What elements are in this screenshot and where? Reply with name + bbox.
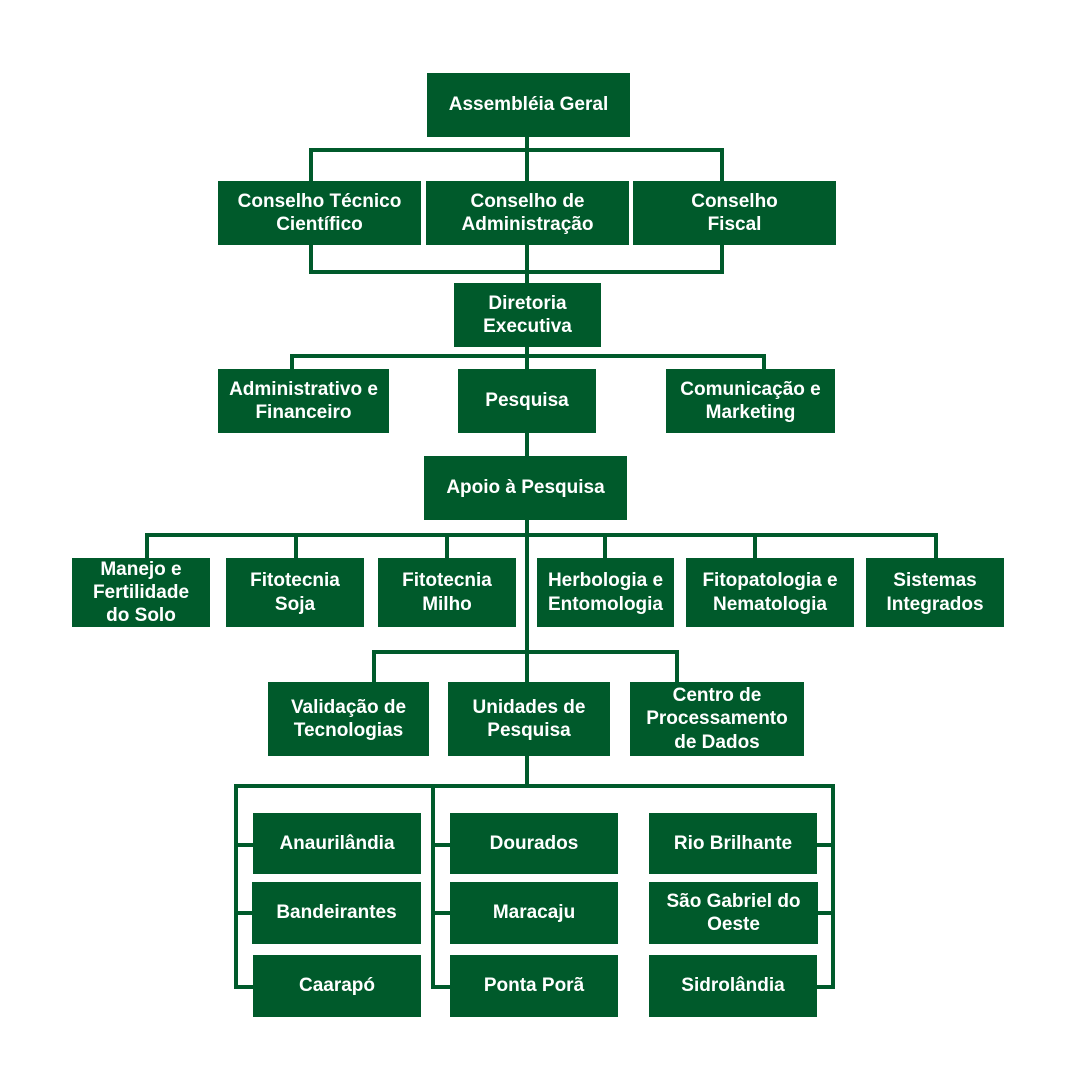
node-comunicacao-marketing: Comunicação e Marketing xyxy=(666,369,835,433)
node-apoio-pesquisa: Apoio à Pesquisa xyxy=(424,456,627,520)
node-rio-brilhante: Rio Brilhante xyxy=(649,813,817,874)
node-fitotecnia-milho: Fitotecnia Milho xyxy=(378,558,516,627)
node-conselho-administracao: Conselho de Administração xyxy=(426,181,629,245)
node-fitotecnia-soja: Fitotecnia Soja xyxy=(226,558,364,627)
node-maracaju: Maracaju xyxy=(450,882,618,944)
node-diretoria-executiva: Diretoria Executiva xyxy=(454,283,601,347)
node-unidades-pesquisa: Unidades de Pesquisa xyxy=(448,682,610,756)
node-conselho-fiscal: Conselho Fiscal xyxy=(633,181,836,245)
node-administrativo-financeiro: Administrativo e Financeiro xyxy=(218,369,389,433)
node-herbologia-entomologia: Herbologia e Entomologia xyxy=(537,558,674,627)
node-conselho-tecnico-cientifico: Conselho Técnico Científico xyxy=(218,181,421,245)
node-sidrolandia: Sidrolândia xyxy=(649,955,817,1017)
node-anaurilandia: Anaurilândia xyxy=(253,813,421,874)
node-validacao-tecnologias: Validação de Tecnologias xyxy=(268,682,429,756)
node-assembleia-geral: Assembléia Geral xyxy=(427,73,630,137)
node-dourados: Dourados xyxy=(450,813,618,874)
node-sistemas-integrados: Sistemas Integrados xyxy=(866,558,1004,627)
node-sao-gabriel-oeste: São Gabriel do Oeste xyxy=(649,882,818,944)
node-fitopatologia-nematologia: Fitopatologia e Nematologia xyxy=(686,558,854,627)
node-centro-processamento-dados: Centro de Processamento de Dados xyxy=(630,682,804,756)
node-bandeirantes: Bandeirantes xyxy=(252,882,421,944)
node-manejo-fertilidade-solo: Manejo e Fertilidade do Solo xyxy=(72,558,210,627)
node-caarapo: Caarapó xyxy=(253,955,421,1017)
node-ponta-pora: Ponta Porã xyxy=(450,955,618,1017)
node-pesquisa: Pesquisa xyxy=(458,369,596,433)
